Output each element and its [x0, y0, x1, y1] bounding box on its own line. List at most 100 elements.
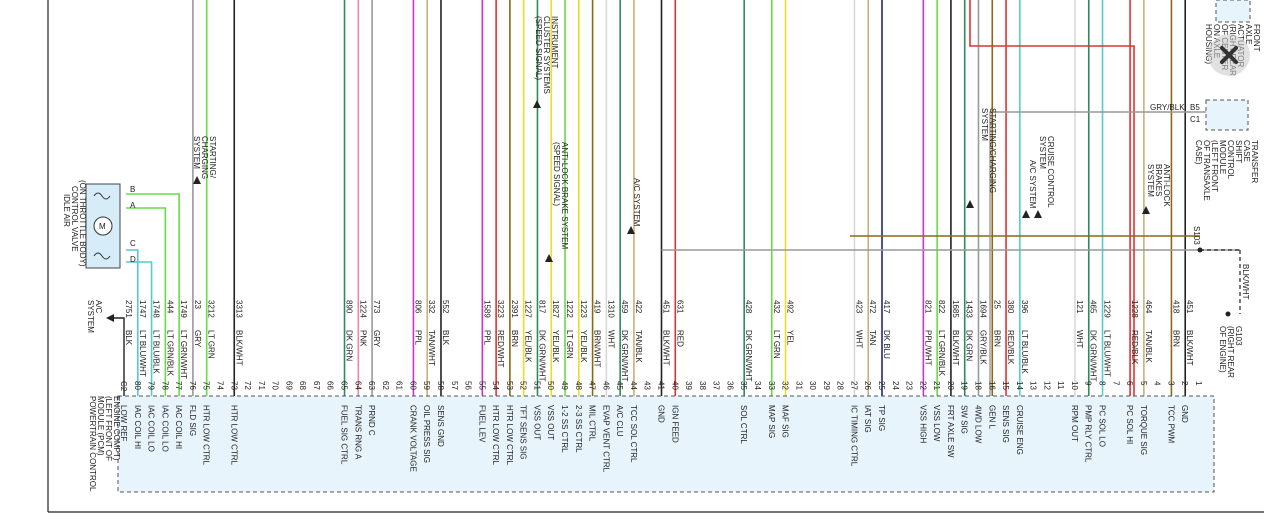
circuit-number: 332	[427, 300, 436, 314]
circuit-number: 1433	[965, 300, 974, 318]
pin-number: 77	[174, 381, 183, 390]
pin-number: 56	[464, 381, 473, 390]
pin-number: 27	[849, 381, 858, 390]
pin-number: 5	[1139, 381, 1148, 386]
circuit-number: 3223	[496, 300, 505, 318]
wire-color-label: BLK	[441, 330, 450, 346]
extra-layer	[106, 0, 1241, 396]
pin-number: 19	[960, 381, 969, 390]
pin-signal-label: IGN FEED	[670, 405, 679, 443]
pin-number: 28	[836, 381, 845, 390]
pin-signal-label: IAC COIL LO	[160, 405, 169, 452]
circuit-number: 451	[662, 300, 671, 314]
circuit-number: 23	[193, 300, 202, 309]
wire-color-label: LT GRN	[207, 330, 216, 359]
iac-wire	[126, 261, 153, 396]
iac-valve-label-2: CONTROL VALVE	[70, 186, 79, 252]
anti-lock-brake-label: ANTI-LOCK BRAKE SYSTEM	[560, 142, 569, 249]
pin-number: 33	[767, 381, 776, 390]
starting-charging-label: SYSTEM	[192, 136, 201, 169]
pin-number: 35	[739, 381, 748, 390]
wire-color-label: BLK/WHT	[662, 330, 671, 366]
wire-color-label: GRY	[372, 330, 381, 348]
transfer-pin-b5: B5	[1190, 103, 1200, 112]
wire-color-label: BLK/WHT	[234, 330, 243, 366]
close-button[interactable]	[1208, 34, 1250, 76]
circuit-number: 1589	[482, 300, 491, 318]
starting-charging-label: STARTING/	[208, 136, 217, 179]
circuit-number: 422	[634, 300, 643, 314]
arrow-ac-right	[1022, 210, 1030, 218]
pin-number: 57	[450, 381, 459, 390]
pin-signal-label: 2-3 SS CTRL	[574, 405, 583, 453]
pin-signal-label: 1-2 SS CTRL	[560, 405, 569, 453]
pin-number: 4	[1153, 381, 1162, 386]
pin-number: 63	[367, 381, 376, 390]
circuit-number: 492	[786, 300, 795, 314]
wire-color-label: YEL/BLK	[579, 330, 588, 363]
arrow-starting-charging-right	[966, 200, 974, 208]
wire-color-label: WHT	[606, 330, 615, 348]
pin-signal-label: IAT SIG	[863, 405, 872, 433]
pin-number: 78	[160, 381, 169, 390]
pin-number: 38	[698, 381, 707, 390]
circuit-number: 1748	[152, 300, 161, 318]
pin-number: 29	[822, 381, 831, 390]
pin-number: 40	[670, 381, 679, 390]
circuit-number: 25	[992, 300, 1001, 309]
pin-signal-label: SENS SIG	[1001, 405, 1010, 443]
wire-color-label: GRY	[193, 330, 202, 348]
circuit-number: 418	[1171, 300, 1180, 314]
wire-color-label: BLK/WHT	[951, 330, 960, 366]
transfer-case-label: TRANSFER	[1250, 140, 1259, 183]
pin-signal-label: A/C CLU	[615, 405, 624, 437]
pin-number: 21	[932, 381, 941, 390]
circuit-number: 806	[413, 300, 422, 314]
pin-signal-label: TFT SENS SIG	[519, 405, 528, 460]
circuit-number: 2751	[124, 300, 133, 318]
pin-number: 16	[987, 381, 996, 390]
circuit-number: 380	[1006, 300, 1015, 314]
pin-number: 74	[215, 381, 224, 390]
transfer-case-label: CONTROL	[1226, 140, 1235, 180]
wire-color-label: DK BLU	[882, 330, 891, 359]
pin-number: 80	[133, 381, 142, 390]
circuit-number: 444	[165, 300, 174, 314]
wire-color-label: TAN/WHT	[427, 330, 436, 366]
instrument-cluster-label: INSTRUMENT	[550, 16, 559, 69]
wire-color-label: BRN	[1171, 330, 1180, 347]
pin-number: 59	[422, 381, 431, 390]
gray-wire-transfer	[989, 111, 1206, 396]
arrow-starting-charging	[193, 176, 201, 184]
splice-s103	[1197, 247, 1203, 253]
pin-signal-label: TORQUE SIG	[1139, 405, 1148, 455]
pin-signal-label: PC SOL LO	[1098, 405, 1107, 447]
instrument-cluster-label: CLUSTER SYSTEMS	[542, 16, 551, 94]
wire-color-label: PPL	[413, 330, 422, 346]
pin-number: 58	[436, 381, 445, 390]
pin-number: 13	[1029, 381, 1038, 390]
pin-signal-label: RPM OUT	[1070, 405, 1079, 442]
iac-wire	[126, 193, 180, 396]
pin-number: 30	[808, 381, 817, 390]
pin-signal-label: FUEL LEV	[477, 405, 486, 443]
pin-signal-label: OIL PRESS SIG	[422, 405, 431, 463]
svg-text:M: M	[99, 222, 106, 231]
pin-signal-label: GEN L	[987, 405, 996, 430]
front-axle-label: HOUSING)	[1204, 24, 1213, 64]
pin-signal-label: PC SOL HI	[1125, 405, 1134, 444]
circuit-number: 459	[620, 300, 629, 314]
circuit-number: 3313	[234, 300, 243, 318]
pin-signal-label: PRND C	[367, 405, 376, 436]
ac-system-right-label: A/C SYSTEM	[1028, 160, 1037, 209]
iac-wire	[126, 249, 139, 396]
transfer-pin-c1: C1	[1190, 115, 1201, 124]
wires-layer	[192, 0, 1187, 396]
pin-signal-label: IC TIMING CTRL	[849, 405, 858, 467]
wire-color-label: PNK	[358, 330, 367, 347]
circuit-number: 417	[882, 300, 891, 314]
wire-color-label: LT BLU/BLK	[1020, 330, 1029, 374]
pin-signal-label: FRT AXLE SW	[946, 405, 955, 458]
wire-color-label: LT BLU/BLK	[152, 330, 161, 374]
ground-label: G103	[1234, 326, 1243, 346]
